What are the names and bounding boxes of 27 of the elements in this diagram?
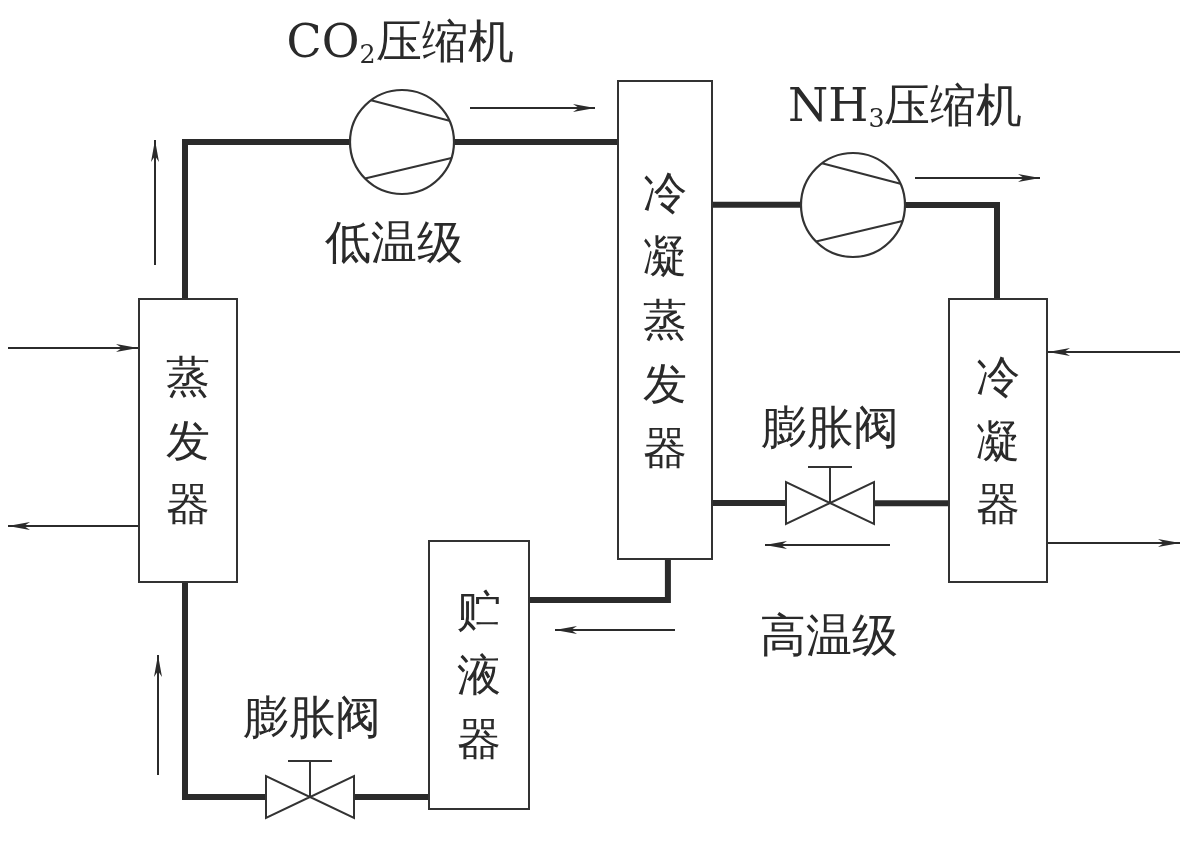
flow-arrow	[1047, 348, 1181, 356]
pipe-line	[455, 139, 617, 145]
component-box	[948, 298, 1048, 583]
component-box	[617, 80, 713, 560]
pipe-line	[713, 500, 785, 506]
pipe-line	[875, 500, 948, 507]
flow-arrow	[7, 522, 139, 530]
component-box	[428, 540, 530, 810]
flow-arrow	[7, 344, 139, 352]
component-label: CO$_{2}$压缩机	[285, 16, 515, 67]
pipe-line	[713, 201, 800, 208]
pipe-line	[906, 202, 1000, 298]
component-label: 冷凝器	[976, 349, 1020, 532]
pipe-line	[530, 560, 671, 603]
component-label: 膨胀阀	[760, 402, 900, 453]
pipe-line	[182, 583, 265, 800]
stage-label: 低温级	[325, 217, 463, 268]
component-box	[138, 298, 238, 583]
stage-label: 高温级	[760, 610, 898, 661]
flow-arrow	[1047, 539, 1181, 548]
component-label: 蒸发器	[166, 349, 210, 532]
component-label: 冷凝蒸发器	[643, 165, 687, 475]
component-label: 膨胀阀	[242, 692, 382, 743]
pipe-line	[182, 139, 349, 298]
pipe-line	[355, 794, 428, 800]
component-label: NH$_{3}$压缩机	[788, 80, 1023, 131]
component-label: 贮液器	[457, 584, 501, 766]
